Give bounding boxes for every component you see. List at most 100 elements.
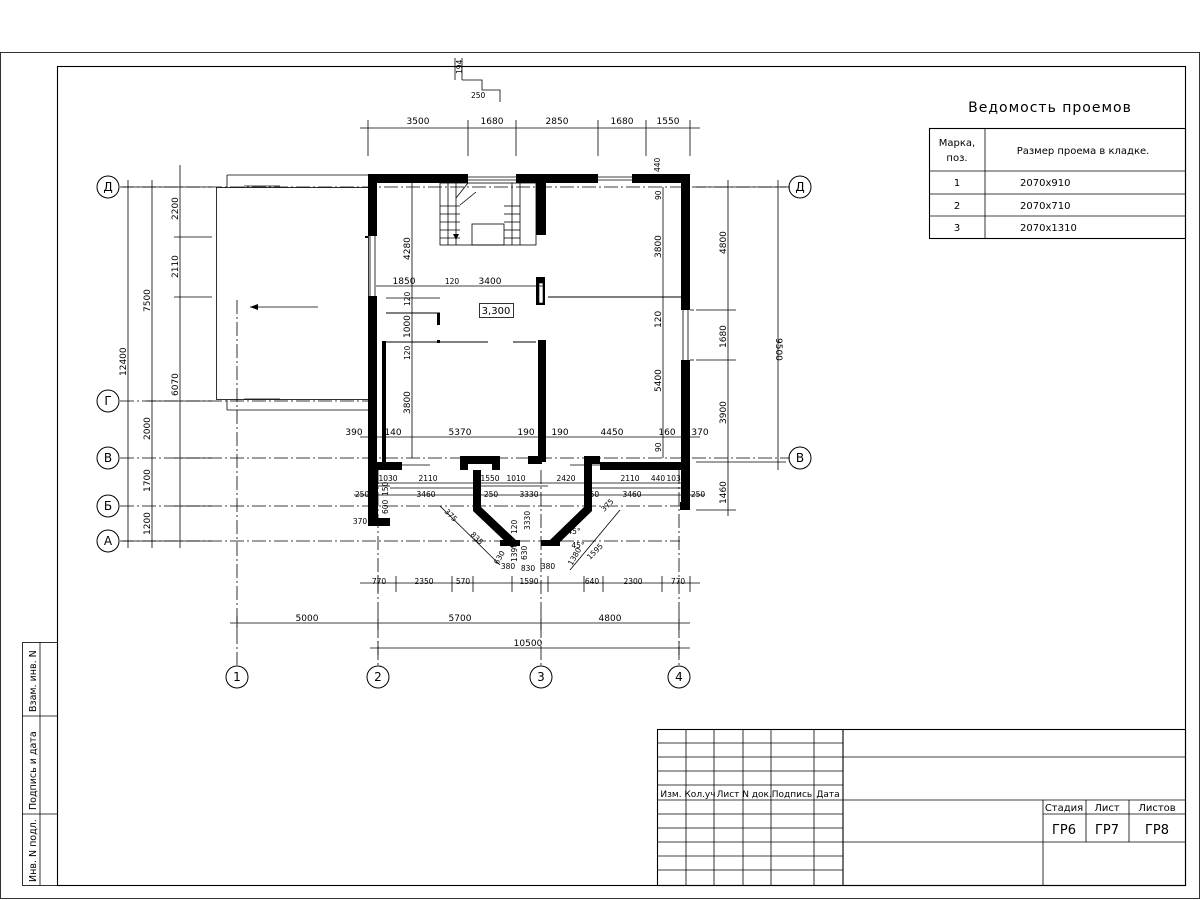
schedule-row-mark: 2 [954, 201, 960, 212]
right-dimension-chains: 4800 1680 3900 1460 9500 [696, 180, 786, 516]
dim-label: 3500 [407, 117, 430, 127]
dim-label: 1010 [506, 474, 525, 483]
dim-label: 770 [372, 577, 387, 586]
dim-label: 3460 [622, 490, 641, 499]
terrace-outline [216, 174, 369, 411]
axis-label-col: 2 [374, 670, 382, 684]
dim-label: 9500 [773, 338, 783, 361]
dim-label: 120 [510, 519, 519, 534]
dim-label: 3400 [479, 277, 502, 287]
dim-label: 194 [455, 59, 464, 74]
dim-label: 1550 [480, 474, 499, 483]
dim-label: 1680 [611, 117, 634, 127]
level-mark-value: 3,300 [482, 306, 511, 317]
dim-label: 570 [456, 577, 471, 586]
bottom-dimension-chains: 770 2350 570 1590 640 2300 770 5000 5700… [230, 576, 700, 655]
dim-label: 190 [551, 428, 568, 438]
left-dimension-chains: 12400 7500 6070 2200 2110 2000 1700 1200 [119, 165, 212, 548]
title-block-header: Кол.уч [684, 790, 715, 800]
axis-marker-row [96, 529, 120, 553]
level-mark: 3,300 [479, 303, 514, 318]
interior-horizontal-dimensions: 1850 120 3400 390 140 5370 190 190 4450 … [345, 277, 708, 438]
axis-marker-col [667, 665, 691, 689]
dim-label: 1030 [666, 474, 685, 483]
dim-label: 1595 [585, 541, 605, 561]
dim-label: 1850 [393, 277, 416, 287]
axis-label-row: А [104, 534, 113, 548]
dim-label: 2850 [546, 117, 569, 127]
dim-label: 250 [355, 490, 370, 499]
building-walls [365, 174, 694, 474]
dim-label: 10500 [514, 639, 543, 649]
dim-label: 440 [651, 474, 666, 483]
dim-label: 190 [517, 428, 534, 438]
dim-label: 390 [345, 428, 362, 438]
dim-label: 375 [599, 497, 616, 514]
schedule-row-size: 2070х1310 [1020, 223, 1077, 234]
axis-label-row: Д [103, 180, 112, 194]
axis-marker-col [529, 665, 553, 689]
title-block: Изм. Кол.уч Лист N док. Подпись Дата Ста… [656, 728, 1187, 887]
bay-window [368, 470, 690, 548]
dim-label: 4800 [719, 231, 729, 254]
axis-label-row: Г [104, 394, 111, 408]
stage-value: ГР6 [1052, 823, 1076, 838]
side-stamp-label: Взам. инв. N [28, 650, 39, 712]
dim-label: 1390 [510, 543, 519, 562]
dim-label: 250 [585, 490, 600, 499]
dim-label: 3800 [403, 391, 413, 414]
dim-label: 3330 [523, 511, 532, 530]
dim-label: 12400 [119, 347, 129, 376]
dim-label: 1550 [657, 117, 680, 127]
title-block-header: Подпись [772, 790, 812, 800]
stage-header: Лист [1094, 803, 1120, 814]
staircase [439, 182, 537, 246]
dim-label: 2110 [418, 474, 437, 483]
dim-label: 90 [654, 190, 663, 200]
axis-marker-row [96, 494, 120, 518]
dim-label: 120 [445, 277, 460, 286]
schedule-row-size: 2070х710 [1020, 201, 1070, 212]
dim-label: 640 [585, 577, 600, 586]
openings-schedule: Ведомость проемов Марка, поз. Размер про… [928, 100, 1187, 240]
dim-label: 2110 [171, 255, 181, 278]
schedule-row-mark: 3 [954, 223, 960, 234]
stair-arrow-icon [453, 234, 459, 240]
schedule-header-size: Размер проема в кладке. [1017, 146, 1150, 157]
dim-label: 120 [654, 311, 664, 328]
dim-label: 5400 [654, 369, 664, 392]
dim-label: 3460 [416, 490, 435, 499]
dim-label: 380 [541, 562, 556, 571]
stage-value: ГР8 [1145, 823, 1169, 838]
dim-label: 7500 [143, 289, 153, 312]
dim-label: 250 [691, 490, 706, 499]
dim-label: 375 [443, 507, 460, 524]
dim-label: 45° [567, 527, 581, 536]
dim-label: 1460 [719, 481, 729, 504]
axis-label-row-right: Д [795, 180, 804, 194]
axis-marker-row-right [788, 175, 812, 199]
axis-label-row-right: В [796, 451, 804, 465]
interior-vertical-dimensions: 3800 120 5400 90 90 4280 120 1000 120 38… [403, 183, 664, 458]
dim-label: 120 [403, 345, 412, 360]
axis-marker-row [96, 446, 120, 470]
axis-markers: Д Г В Б А Д В 1 2 3 4 [96, 175, 812, 689]
dim-label: 5000 [296, 614, 319, 624]
stage-value: ГР7 [1095, 823, 1119, 838]
stage-header: Стадия [1045, 803, 1083, 814]
dim-label: 90 [654, 442, 663, 452]
slope-arrow-icon [250, 304, 258, 310]
dim-label: 6070 [171, 373, 181, 396]
title-block-header: Изм. [660, 790, 681, 800]
axis-marker-row [96, 175, 120, 199]
dim-label: 1030 [378, 474, 397, 483]
dim-label: 835 [469, 530, 486, 547]
dim-label: 120 [403, 291, 412, 306]
top-dimension-chain: 3500 1680 2850 1680 1550 440 [360, 117, 700, 172]
dim-label: 1200 [143, 512, 153, 535]
dim-label: 2300 [623, 577, 642, 586]
dim-label: 1680 [719, 325, 729, 348]
title-block-header: Дата [816, 790, 839, 800]
dim-label: 250 [484, 490, 499, 499]
axis-label-col: 1 [233, 670, 241, 684]
